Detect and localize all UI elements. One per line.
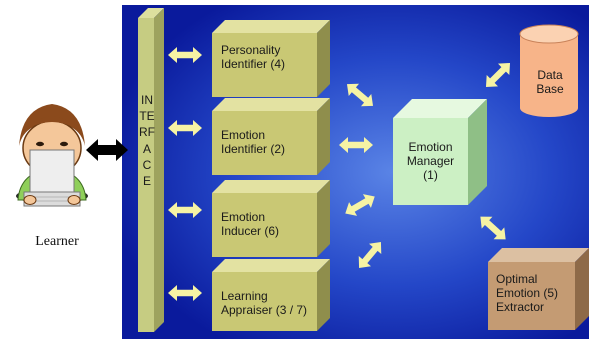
emotion-identifier-box bbox=[212, 98, 330, 175]
interface-label: INTERFACE bbox=[139, 93, 155, 189]
database-cylinder bbox=[519, 24, 579, 117]
learning-appraiser-label: Learning Appraiser (3 / 7) bbox=[221, 289, 308, 317]
optimal-emotion-extractor-label: Optimal Emotion (5) Extractor bbox=[496, 272, 559, 314]
emotion-inducer-box bbox=[212, 180, 330, 257]
personality-identifier-label: Personality Identifier (4) bbox=[221, 43, 286, 71]
learner-figure bbox=[16, 104, 88, 207]
laptop-screen bbox=[29, 149, 75, 193]
interface-bar bbox=[138, 8, 164, 332]
emotion-manager-box bbox=[393, 99, 487, 205]
learner-label: Learner bbox=[35, 234, 79, 249]
learner-hair bbox=[19, 104, 85, 146]
learning-appraiser-box bbox=[212, 259, 330, 331]
emotion-manager-label: Emotion Manager (1) bbox=[406, 140, 455, 182]
emotion-inducer-label: Emotion Inducer (6) bbox=[221, 210, 280, 238]
emotion-identifier-label: Emotion Identifier (2) bbox=[221, 128, 286, 156]
optimal-emotion-extractor-box bbox=[488, 248, 589, 330]
data-base-label: Data Base bbox=[536, 68, 564, 96]
learner-interface-arrow bbox=[86, 139, 128, 161]
personality-identifier-box bbox=[212, 20, 330, 97]
